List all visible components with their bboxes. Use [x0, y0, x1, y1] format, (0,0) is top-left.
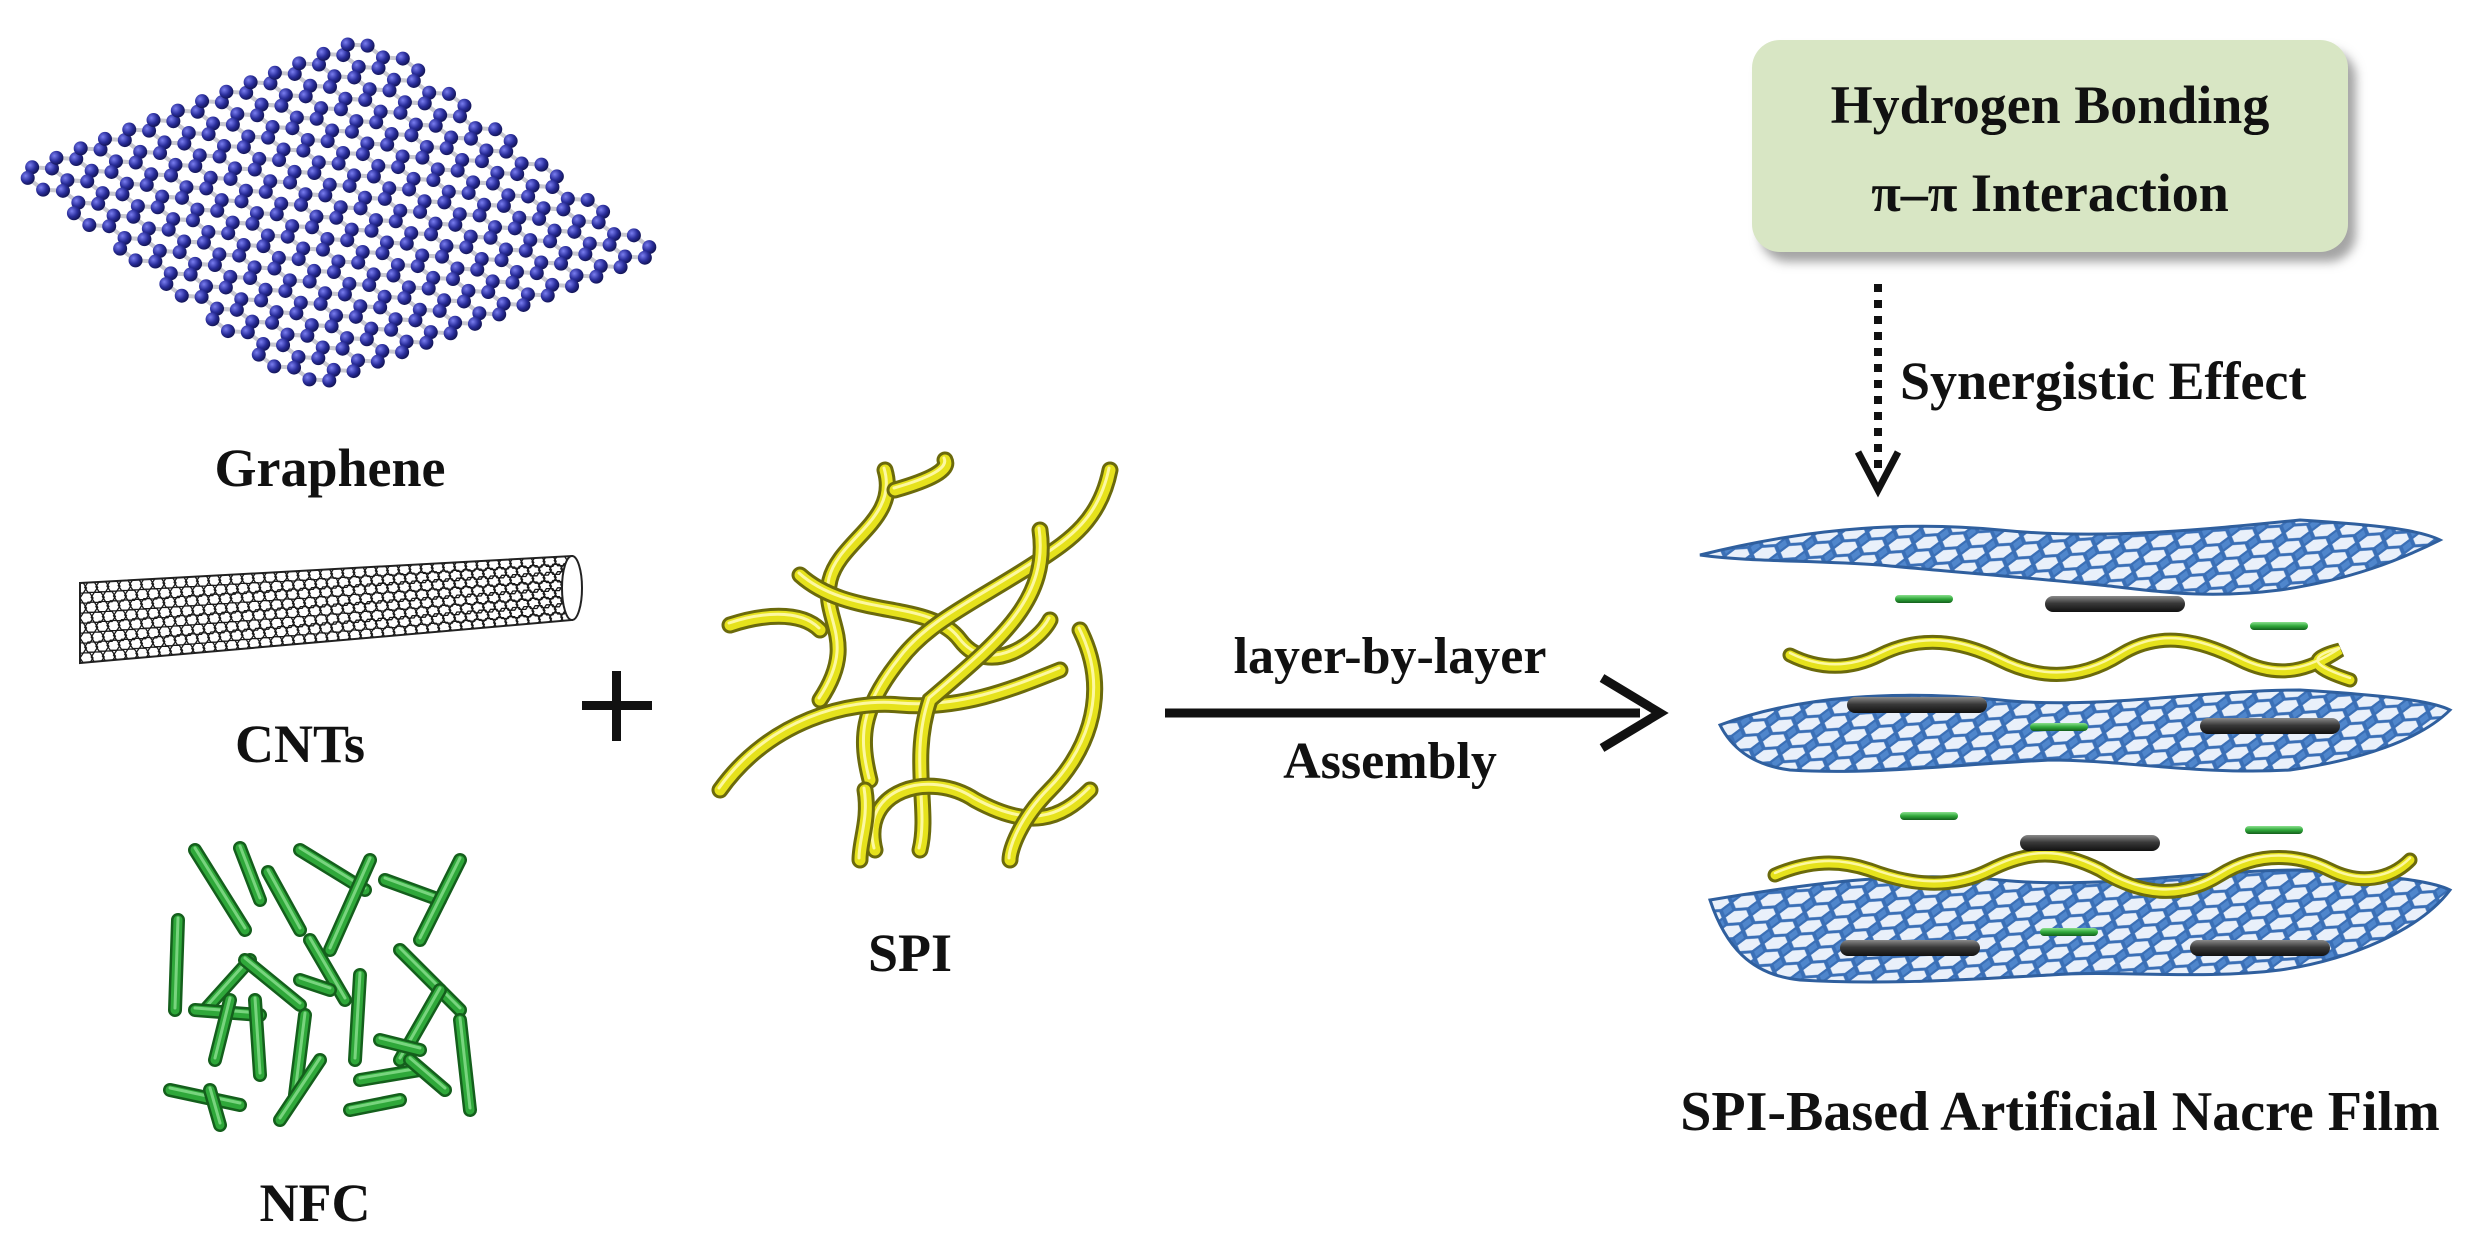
- assembly-arrow-icon: [1165, 674, 1669, 752]
- nfc-label: NFC: [259, 1173, 371, 1233]
- plus-icon: [582, 671, 652, 741]
- nfc-rods-illustration: [163, 841, 477, 1132]
- hydrogen-bonding-label: Hydrogen Bonding: [1830, 75, 2270, 135]
- graphene-label: Graphene: [214, 438, 446, 498]
- product-label: SPI-Based Artificial Nacre Film: [1680, 1081, 2440, 1143]
- synergy-dotted-arrow-icon: [1854, 284, 1902, 498]
- pi-pi-interaction-label: π–π Interaction: [1871, 163, 2229, 223]
- nacre-film-illustration: [1699, 518, 2453, 984]
- spi-chains-illustration: [711, 451, 1119, 869]
- process-top-label: layer-by-layer: [1233, 628, 1547, 685]
- process-bottom-label: Assembly: [1283, 733, 1497, 790]
- interaction-box: Hydrogen Bonding π–π Interaction: [1752, 40, 2348, 252]
- synergistic-effect-label: Synergistic Effect: [1900, 351, 2307, 411]
- spi-label: SPI: [867, 923, 953, 983]
- cnt-tube-illustration: [79, 554, 583, 665]
- cnts-label: CNTs: [234, 714, 366, 774]
- graphene-lattice-illustration: [20, 37, 657, 388]
